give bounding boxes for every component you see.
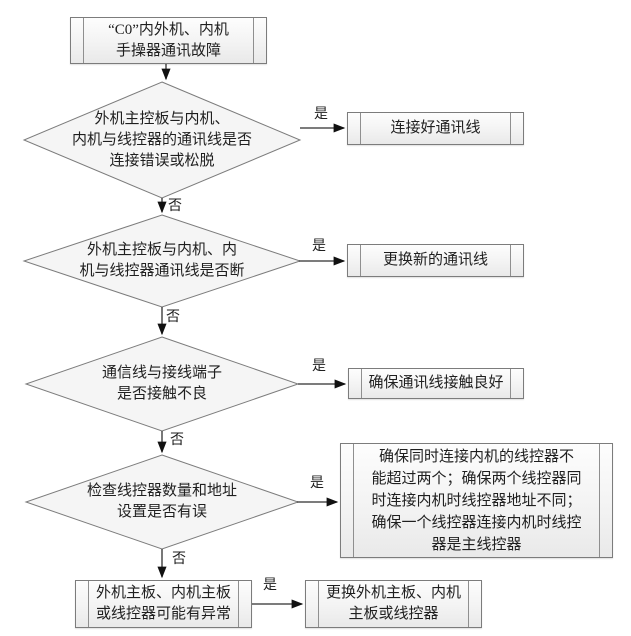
edge-label-yes-4: 是 (310, 476, 324, 491)
action-connect-comm-wire: 连接好通讯线 (347, 112, 524, 145)
edge-label-yes-2: 是 (312, 239, 326, 254)
decision-3-text: 通信线与接线端子 是否接触不良 (101, 365, 222, 402)
action-replace-boards: 更换外机主板、内机 主板或线控器 (305, 580, 482, 628)
edge-label-yes-3: 是 (312, 359, 326, 374)
action-ensure-good-contact: 确保通讯线接触良好 (348, 368, 524, 399)
action-controller-count-address-rules: 确保同时连接内机的线控器不 能超过两个；确保两个线控器同 时连接内机时线控器地址… (340, 443, 613, 558)
edge-label-no-2: 否 (166, 310, 180, 325)
edge-label-no-3: 否 (170, 433, 184, 448)
start-node: “C0”内外机、内机 手操器通讯故障 (70, 17, 267, 64)
edge-label-yes-1: 是 (314, 107, 328, 122)
action-replace-comm-wire: 更换新的通讯线 (347, 244, 524, 277)
edge-label-yes-5: 是 (263, 578, 277, 593)
edge-label-no-4: 否 (172, 552, 186, 567)
decision-4-text: 检查线控器数量和地址 设置是否有误 (86, 483, 237, 520)
edge-label-no-1: 否 (168, 199, 182, 214)
decision-1-text: 外机主控板与内机、 内机与线控器的通讯线是否 连接错误或松脱 (71, 110, 252, 169)
fallback-node-boards-abnormal: 外机主板、内机主板 或线控器可能有异常 (75, 580, 252, 628)
decision-2-text: 外机主控板与内机、内 机与线控器通讯线是否断 (79, 242, 245, 279)
